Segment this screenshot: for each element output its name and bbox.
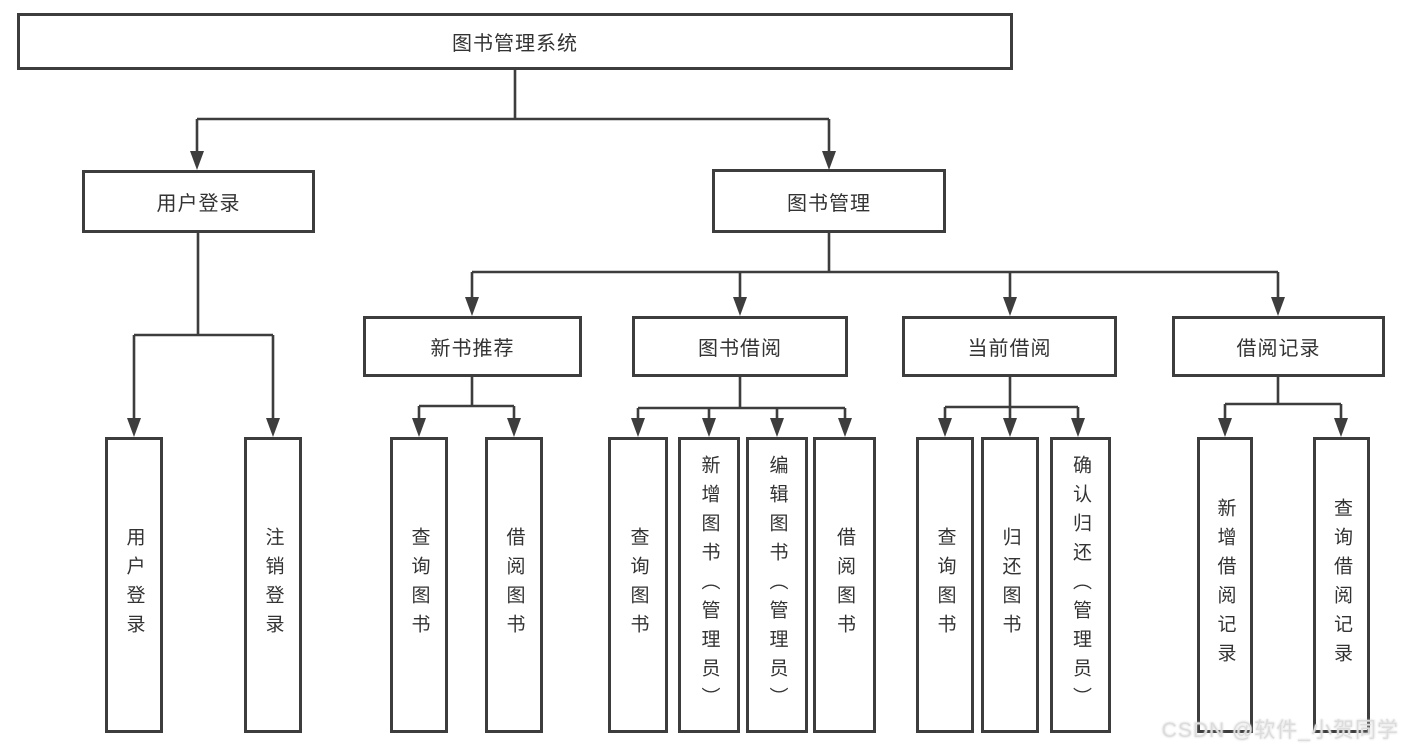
leaf-add-book: 新增图书（管理员）	[678, 437, 740, 733]
leaf-user-login: 用户登录	[105, 437, 163, 733]
node-current-borrow: 当前借阅	[902, 316, 1117, 377]
node-book-management-label: 图书管理	[787, 192, 871, 215]
leaf-query-borrow-record: 查询借阅记录	[1313, 437, 1370, 733]
node-user-login: 用户登录	[82, 170, 315, 233]
leaf-query-borrow-record-label: 查询借阅记录	[1331, 498, 1352, 672]
node-book-management: 图书管理	[712, 169, 946, 233]
leaf-confirm-return-label: 确认归还（管理员）	[1070, 454, 1091, 716]
leaf-user-login-label: 用户登录	[123, 527, 145, 643]
leaf-query-book-1-label: 查询图书	[408, 527, 430, 643]
node-current-borrow-label: 当前借阅	[967, 338, 1052, 360]
node-borrow-records-label: 借阅记录	[1236, 338, 1321, 360]
node-book-borrow-label: 图书借阅	[698, 338, 782, 360]
leaf-add-borrow-record-label: 新增借阅记录	[1214, 498, 1236, 672]
node-root-label: 图书管理系统	[452, 33, 578, 55]
leaf-query-book-2-label: 查询图书	[627, 527, 649, 643]
leaf-return-book: 归还图书	[981, 437, 1039, 733]
csdn-watermark: CSDN @软件_小贺同学	[1161, 719, 1399, 742]
leaf-add-book-label: 新增图书（管理员）	[698, 454, 720, 716]
node-user-login-label: 用户登录	[156, 193, 241, 215]
leaf-confirm-return: 确认归还（管理员）	[1050, 437, 1111, 733]
leaf-logout: 注销登录	[244, 437, 302, 733]
node-root: 图书管理系统	[17, 13, 1013, 70]
node-new-book-recommend: 新书推荐	[363, 316, 582, 377]
leaf-borrow-book-1-label: 借阅图书	[503, 527, 525, 643]
leaf-query-book-3-label: 查询图书	[934, 527, 956, 643]
leaf-return-book-label: 归还图书	[999, 527, 1021, 643]
node-borrow-records: 借阅记录	[1172, 316, 1385, 377]
leaf-borrow-book-1: 借阅图书	[485, 437, 543, 733]
node-new-book-recommend-label: 新书推荐	[430, 338, 515, 360]
leaf-query-book-2: 查询图书	[608, 437, 668, 733]
leaf-query-book-1: 查询图书	[390, 437, 448, 733]
leaf-edit-book-label: 编辑图书（管理员）	[766, 454, 788, 716]
node-book-borrow: 图书借阅	[632, 316, 848, 377]
leaf-borrow-book-2: 借阅图书	[813, 437, 876, 733]
leaf-borrow-book-2-label: 借阅图书	[834, 527, 855, 643]
leaf-query-book-3: 查询图书	[916, 437, 974, 733]
leaf-add-borrow-record: 新增借阅记录	[1197, 437, 1253, 733]
leaf-logout-label: 注销登录	[262, 527, 284, 643]
leaf-edit-book: 编辑图书（管理员）	[746, 437, 808, 733]
